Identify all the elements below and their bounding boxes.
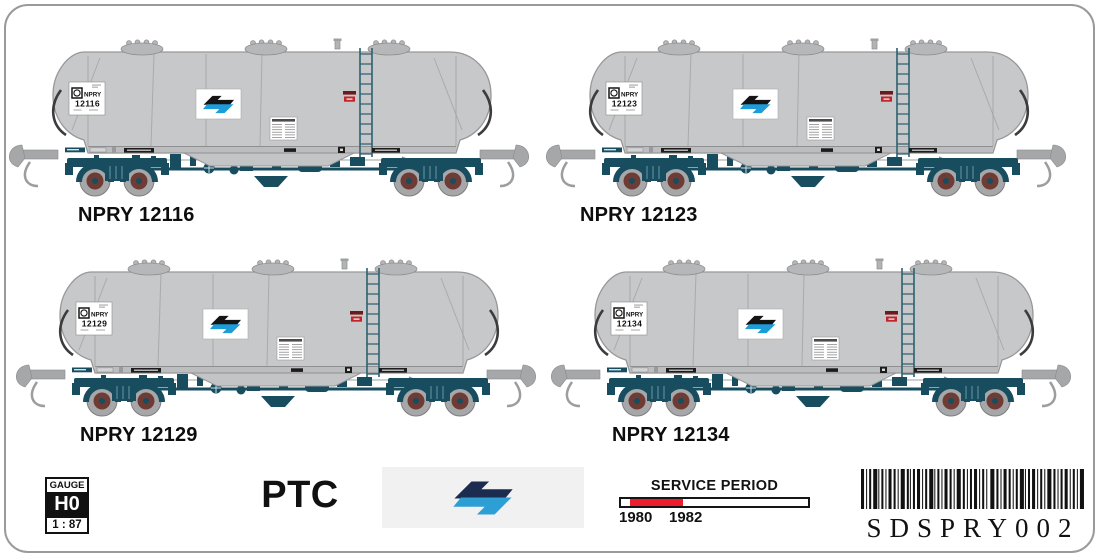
service-end-year: 1982 [669, 509, 703, 526]
service-period: SERVICE PERIOD 1980 1982 [619, 478, 810, 526]
barcode-text: SDSPRY002 [866, 513, 1080, 543]
placard-road: NPRY [626, 312, 644, 319]
brand-logo-box [382, 467, 584, 528]
gauge-ratio: 1 : 87 [47, 516, 87, 532]
service-period-bar [619, 497, 810, 508]
car-caption: NPRY 12116 [78, 204, 195, 226]
tank-car-1: NPRY 12116 NPRY 12116 [4, 36, 534, 236]
car-caption: NPRY 12129 [80, 424, 198, 446]
car-caption: NPRY 12123 [580, 204, 698, 226]
placard-number: 12129 [82, 319, 107, 329]
barcode-bars-icon [861, 469, 1084, 509]
tank-car-3: NPRY 12129 NPRY 12129 [11, 256, 541, 456]
service-start-year: 1980 [619, 509, 653, 526]
service-period-years: 1980 1982 [619, 509, 810, 526]
placard-number: 12123 [612, 99, 637, 109]
brand-ptc: PTC [261, 474, 339, 516]
ptc-arrows-logo-icon [450, 476, 516, 520]
gauge-label: GAUGE [49, 480, 85, 491]
tank-car-illustration: NPRY 12123 [541, 36, 1071, 208]
placard-road: NPRY [91, 312, 109, 319]
tank-car-illustration: NPRY 12116 [4, 36, 534, 208]
placard-road: NPRY [84, 92, 102, 99]
barcode: SDSPRY002 [861, 469, 1085, 542]
placard-number: 12134 [617, 319, 642, 329]
tank-car-illustration: NPRY 12134 [546, 256, 1076, 428]
placard-number: 12116 [75, 99, 100, 109]
car-caption: NPRY 12134 [612, 424, 730, 446]
service-period-red-segment [630, 499, 683, 506]
tank-car-illustration: NPRY 12129 [11, 256, 541, 428]
tank-car-2: NPRY 12123 NPRY 12123 [541, 36, 1071, 236]
gauge-scale: H0 [47, 492, 87, 516]
service-period-title: SERVICE PERIOD [650, 478, 779, 494]
placard-road: NPRY [621, 92, 639, 99]
gauge-box: GAUGE H0 1 : 87 [45, 477, 89, 534]
tank-car-4: NPRY 12134 NPRY 12134 [546, 256, 1076, 456]
